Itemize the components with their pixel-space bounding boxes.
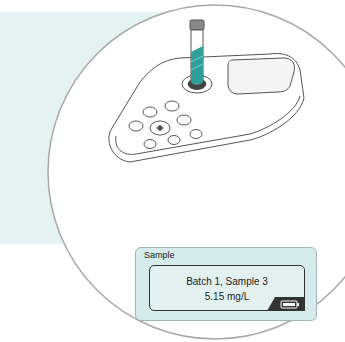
battery-tab [267, 297, 305, 311]
zoom-circle [48, 5, 345, 339]
sample-vial [190, 20, 204, 85]
screen-reading: Batch 1, Sample 3 [155, 276, 299, 288]
panel-heading: Sample [144, 250, 308, 261]
meter-device [109, 54, 304, 162]
